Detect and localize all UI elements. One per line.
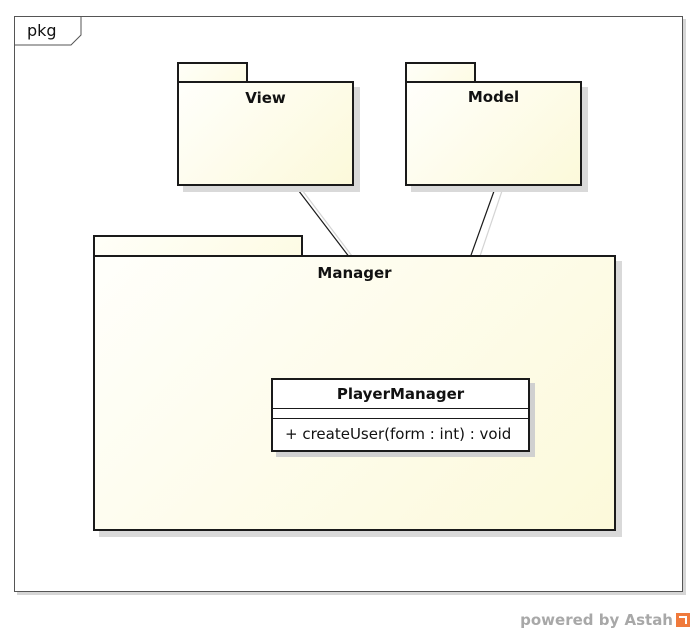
powered-by-text: powered by Astah <box>520 611 673 629</box>
package-view[interactable]: View <box>177 81 354 186</box>
package-model-tab <box>405 62 476 83</box>
package-manager-name: Manager <box>317 264 392 282</box>
frame-label: pkg <box>27 21 57 40</box>
diagram-frame <box>14 16 683 592</box>
connector-model-manager <box>469 179 499 259</box>
astah-logo-icon <box>676 613 690 627</box>
class-name: PlayerManager <box>273 380 528 409</box>
frame-tab <box>14 16 82 46</box>
package-model-name: Model <box>467 88 520 106</box>
package-model[interactable]: Model <box>405 81 582 186</box>
package-view-name: View <box>245 89 286 107</box>
class-attributes <box>273 409 528 419</box>
powered-by-footer: powered by Astah <box>520 611 690 629</box>
package-manager-tab <box>93 235 303 257</box>
connector-view-manager <box>291 181 351 259</box>
class-player-manager[interactable]: PlayerManager + createUser(form : int) :… <box>271 378 530 452</box>
class-operation: + createUser(form : int) : void <box>285 425 512 443</box>
package-view-tab <box>177 62 248 83</box>
